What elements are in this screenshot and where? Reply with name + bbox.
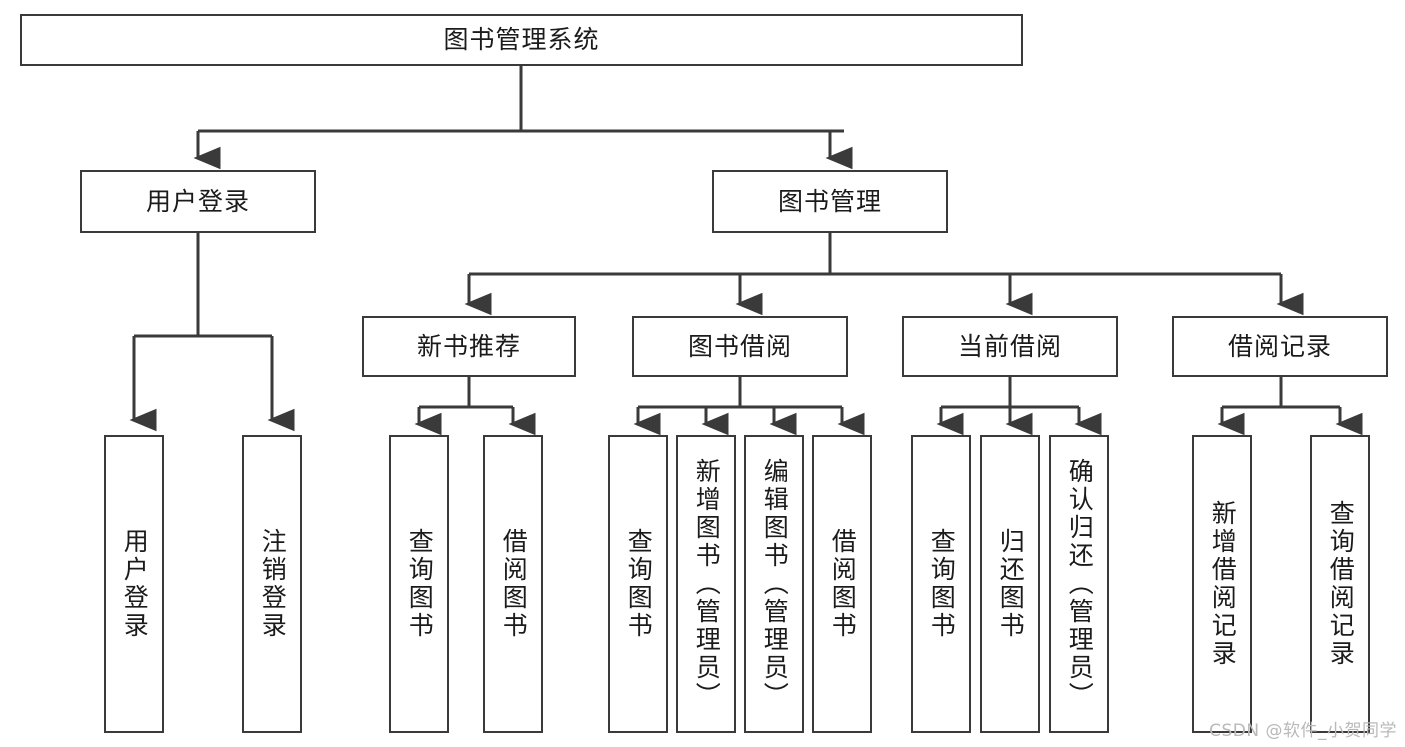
leaf-query-book-3[interactable]: 查询图书 bbox=[911, 435, 971, 733]
node-current-borrow[interactable]: 当前借阅 bbox=[902, 316, 1118, 377]
leaf-query-book-1-label: 查询图书 bbox=[405, 528, 435, 640]
leaf-query-book-1[interactable]: 查询图书 bbox=[389, 435, 449, 733]
node-book-management[interactable]: 图书管理 bbox=[712, 170, 948, 233]
leaf-query-book-3-label: 查询图书 bbox=[927, 528, 957, 640]
watermark: CSDN @软件_小贺同学 bbox=[1209, 721, 1397, 741]
node-new-book-recommend-label: 新书推荐 bbox=[416, 331, 521, 361]
leaf-borrow-book-2[interactable]: 借阅图书 bbox=[812, 435, 872, 733]
leaf-add-book-label: 新增图书（管理员） bbox=[692, 458, 722, 710]
leaf-add-book[interactable]: 新增图书（管理员） bbox=[676, 435, 736, 733]
node-user-login[interactable]: 用户登录 bbox=[80, 170, 316, 233]
node-root[interactable]: 图书管理系统 bbox=[20, 14, 1023, 66]
node-borrow-record-label: 借阅记录 bbox=[1227, 331, 1332, 361]
node-user-login-label: 用户登录 bbox=[145, 186, 250, 216]
leaf-logout-login-label: 注销登录 bbox=[258, 528, 288, 640]
leaf-confirm-return[interactable]: 确认归还（管理员） bbox=[1049, 435, 1109, 733]
node-book-borrow[interactable]: 图书借阅 bbox=[632, 316, 848, 377]
leaf-borrow-book-1[interactable]: 借阅图书 bbox=[483, 435, 543, 733]
leaf-edit-book[interactable]: 编辑图书（管理员） bbox=[744, 435, 804, 733]
leaf-confirm-return-label: 确认归还（管理员） bbox=[1065, 458, 1095, 710]
leaf-borrow-book-1-label: 借阅图书 bbox=[499, 528, 529, 640]
leaf-user-login-label: 用户登录 bbox=[120, 528, 150, 640]
leaf-logout-login[interactable]: 注销登录 bbox=[242, 435, 302, 733]
leaf-edit-book-label: 编辑图书（管理员） bbox=[760, 458, 790, 710]
node-borrow-record[interactable]: 借阅记录 bbox=[1172, 316, 1388, 377]
node-book-management-label: 图书管理 bbox=[777, 186, 882, 216]
leaf-add-record-label: 新增借阅记录 bbox=[1208, 500, 1238, 668]
leaf-return-book-label: 归还图书 bbox=[996, 528, 1026, 640]
node-current-borrow-label: 当前借阅 bbox=[957, 331, 1062, 361]
node-book-borrow-label: 图书借阅 bbox=[687, 331, 792, 361]
leaf-query-record-label: 查询借阅记录 bbox=[1326, 500, 1356, 668]
leaf-query-book-2-label: 查询图书 bbox=[624, 528, 654, 640]
leaf-query-book-2[interactable]: 查询图书 bbox=[608, 435, 668, 733]
node-root-label: 图书管理系统 bbox=[443, 25, 600, 55]
node-new-book-recommend[interactable]: 新书推荐 bbox=[362, 316, 576, 377]
leaf-query-record[interactable]: 查询借阅记录 bbox=[1310, 435, 1370, 733]
leaf-user-login[interactable]: 用户登录 bbox=[104, 435, 164, 733]
leaf-add-record[interactable]: 新增借阅记录 bbox=[1192, 435, 1252, 733]
leaf-return-book[interactable]: 归还图书 bbox=[980, 435, 1040, 733]
leaf-borrow-book-2-label: 借阅图书 bbox=[828, 528, 858, 640]
